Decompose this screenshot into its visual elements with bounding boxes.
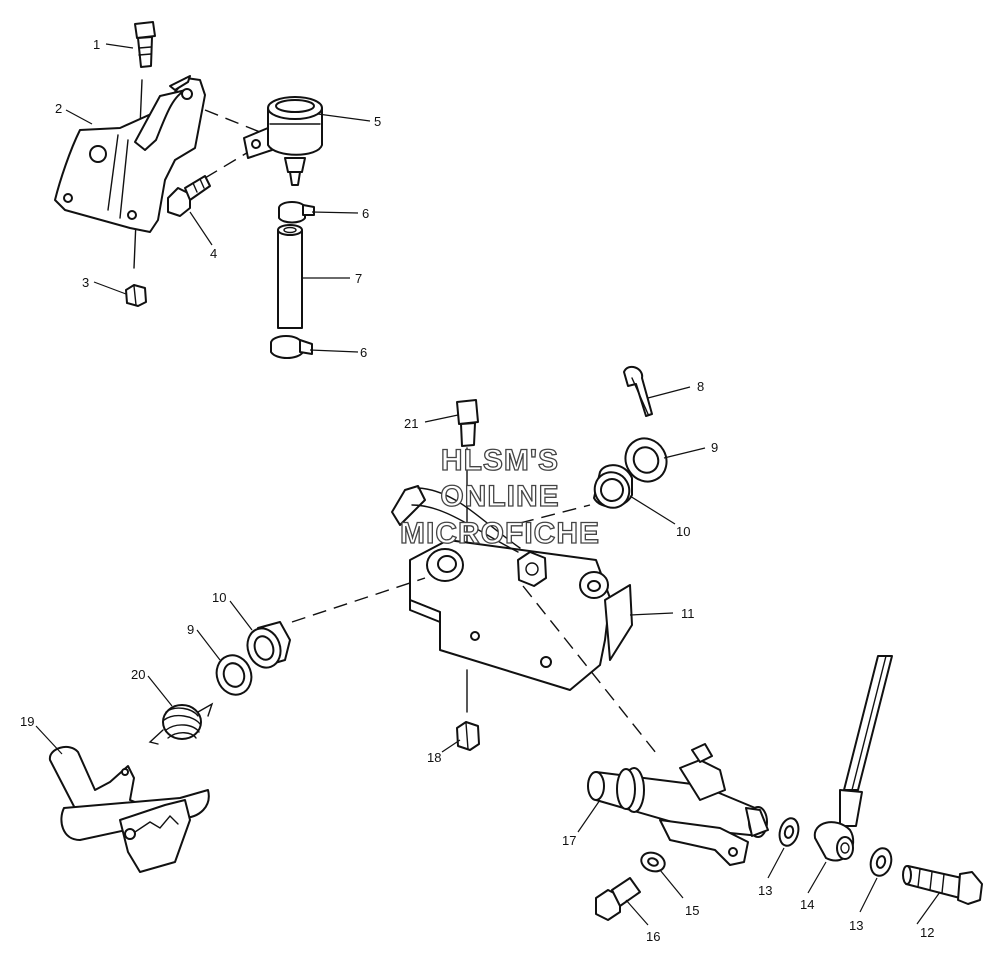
part-20-spring xyxy=(148,702,214,745)
callout-6-lower: 6 xyxy=(360,345,367,360)
callout-3: 3 xyxy=(82,275,89,290)
part-16-bolt xyxy=(595,877,641,921)
watermark-line-1: HLSM'S xyxy=(441,444,559,477)
alignment-line xyxy=(204,109,261,133)
callout-9-lower: 9 xyxy=(187,622,194,637)
alignment-line xyxy=(522,585,661,759)
alignment-line xyxy=(291,577,426,623)
part-4-screw xyxy=(167,175,211,217)
callout-4: 4 xyxy=(210,246,217,261)
callout-20: 20 xyxy=(131,667,145,682)
part-6-clamp-upper xyxy=(278,201,315,224)
callout-9-upper: 9 xyxy=(711,440,718,455)
part-2-bracket xyxy=(54,75,206,233)
callout-12: 12 xyxy=(920,925,934,940)
callout-10-upper: 10 xyxy=(676,524,690,539)
callout-13-left: 13 xyxy=(758,883,772,898)
part-18-nut xyxy=(456,721,480,751)
watermark: HLSM'S ONLINE MICROFICHE xyxy=(399,443,600,550)
callout-5: 5 xyxy=(374,114,381,129)
callout-21: 21 xyxy=(404,416,418,431)
callout-6-upper: 6 xyxy=(362,206,369,221)
callout-8: 8 xyxy=(697,379,704,394)
cable xyxy=(843,655,893,791)
callout-19: 19 xyxy=(20,714,34,729)
callout-numbers: 1 2 3 4 5 6 7 6 8 9 10 11 21 10 9 20 19 … xyxy=(20,37,934,944)
part-19-lever xyxy=(48,745,210,873)
part-11-main-bracket xyxy=(391,485,633,691)
callout-18: 18 xyxy=(427,750,441,765)
callout-1: 1 xyxy=(93,37,100,52)
part-10-bushing-upper xyxy=(593,464,633,509)
part-5-reservoir xyxy=(243,96,323,186)
part-12-bolt xyxy=(902,865,983,905)
callout-17: 17 xyxy=(562,833,576,848)
callout-10-lower: 10 xyxy=(212,590,226,605)
callout-13-right: 13 xyxy=(849,918,863,933)
callout-14: 14 xyxy=(800,897,814,912)
callout-7: 7 xyxy=(355,271,362,286)
part-13-washer-right xyxy=(869,847,893,877)
part-13-washer-left xyxy=(778,817,800,847)
part-21-bolt xyxy=(456,399,479,447)
watermark-line-2: ONLINE xyxy=(440,480,559,513)
part-6-clamp-lower xyxy=(270,335,313,359)
callout-15: 15 xyxy=(685,903,699,918)
alignment-line xyxy=(519,504,591,524)
part-1-bolt xyxy=(134,21,156,68)
part-8-cotter-pin xyxy=(623,365,653,417)
part-9-washer-upper xyxy=(624,437,668,483)
callout-2: 2 xyxy=(55,101,62,116)
part-17-shaft xyxy=(587,743,769,866)
part-9-washer-lower xyxy=(215,654,253,696)
part-7-hose xyxy=(277,224,303,329)
callout-11: 11 xyxy=(681,606,695,621)
part-10-bushing-lower xyxy=(246,621,291,669)
part-14-cable-end xyxy=(813,789,863,862)
watermark-line-3: MICROFICHE xyxy=(400,517,600,550)
part-3-nut xyxy=(125,284,147,307)
leader-lines xyxy=(35,43,941,926)
callout-16: 16 xyxy=(646,929,660,944)
part-15-washer xyxy=(640,851,666,873)
